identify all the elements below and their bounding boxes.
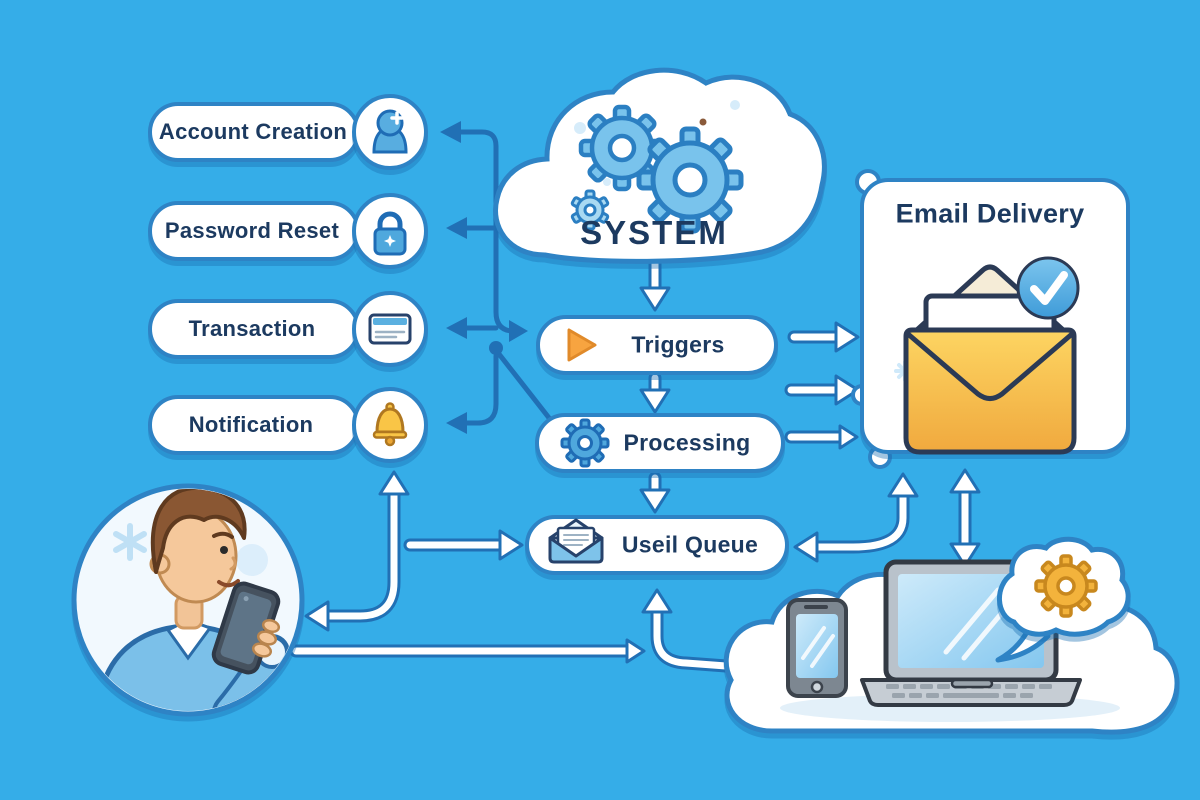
cloud-fleck	[699, 118, 707, 126]
arrowhead	[639, 388, 671, 414]
flow-pill-useil-queue	[525, 515, 789, 575]
smartphone-icon	[786, 598, 848, 698]
system-cloud-label: SYSTEM	[580, 214, 728, 251]
connector-processing-branch	[496, 351, 556, 426]
arrowhead	[625, 638, 646, 664]
email-delivery-panel	[851, 169, 1130, 469]
arrowhead	[509, 320, 528, 342]
gear-icon	[570, 189, 610, 231]
event-pill-notification-label: Notification	[188, 412, 314, 437]
event-pill-account-creation	[148, 94, 428, 170]
gear-icon	[560, 418, 610, 468]
arrowhead	[793, 531, 819, 563]
person-finger	[261, 618, 281, 634]
gear-icon	[636, 126, 744, 234]
person-hair	[150, 489, 247, 574]
lock-icon	[373, 211, 407, 256]
event-pill-password-reset	[148, 193, 428, 269]
connector-notification	[449, 353, 499, 426]
connector-trunk	[453, 129, 515, 334]
person-nose	[229, 556, 237, 571]
arrowhead	[304, 600, 330, 632]
flow-pills	[525, 315, 789, 575]
user-plus-icon	[372, 109, 408, 154]
flow-pill-useil-queue-label: Useil Queue	[621, 531, 759, 558]
arrowhead	[838, 424, 859, 450]
arrowhead	[834, 374, 860, 406]
blue-connectors	[440, 121, 556, 434]
arrow-queue-delivery	[801, 484, 907, 551]
event-pill-password-reset-label: Password Reset	[164, 218, 340, 243]
event-pill-transaction	[148, 291, 428, 367]
arrowhead	[949, 542, 981, 568]
arrowhead	[639, 488, 671, 514]
person-eye	[220, 546, 228, 554]
devices-illustration	[723, 536, 1180, 735]
arrowhead	[641, 588, 673, 614]
credit-card-icon	[368, 313, 412, 345]
junction-dot	[489, 341, 503, 355]
bell-icon	[372, 402, 408, 447]
person-with-phone-illustration	[71, 483, 305, 717]
play-icon	[567, 328, 597, 362]
flow-pill-triggers	[536, 315, 778, 375]
event-pill-notification	[148, 387, 428, 463]
snowflake-decoration	[113, 523, 147, 561]
flow-pill-processing-label: Processing	[623, 429, 751, 456]
arrowhead	[446, 412, 467, 434]
arrowhead	[446, 317, 467, 339]
gear-icon	[1034, 554, 1098, 618]
arrowhead	[834, 321, 860, 353]
event-pills	[148, 94, 428, 463]
arrow-notification-user	[312, 490, 398, 620]
flow-pill-processing	[535, 413, 785, 473]
white-connectors	[289, 237, 981, 686]
gear-speech-bubble	[995, 536, 1131, 663]
check-badge	[1016, 256, 1080, 320]
arrowhead	[446, 217, 467, 239]
envelope-check-icon	[903, 256, 1080, 455]
arrowhead	[498, 529, 524, 561]
flow-pill-triggers-label: Triggers	[631, 331, 725, 358]
open-envelope-icon	[548, 518, 604, 564]
decoration	[236, 544, 268, 576]
event-pill-account-creation-label: Account Creation	[158, 119, 348, 144]
check-icon	[1030, 271, 1068, 305]
arrowhead	[887, 472, 919, 498]
cloud-speckle	[574, 122, 586, 134]
arrowhead	[639, 286, 671, 312]
arrowhead	[949, 468, 981, 494]
arrowhead	[378, 470, 410, 496]
system-cloud	[493, 67, 827, 264]
cloud-speckle	[730, 100, 740, 110]
event-pill-transaction-label: Transaction	[188, 316, 316, 341]
cloud-speckle	[603, 178, 611, 186]
person-eyebrow	[212, 531, 234, 539]
arrowhead	[440, 121, 461, 143]
email-delivery-panel-title: Email Delivery	[895, 198, 1085, 229]
person-smile	[217, 579, 240, 588]
